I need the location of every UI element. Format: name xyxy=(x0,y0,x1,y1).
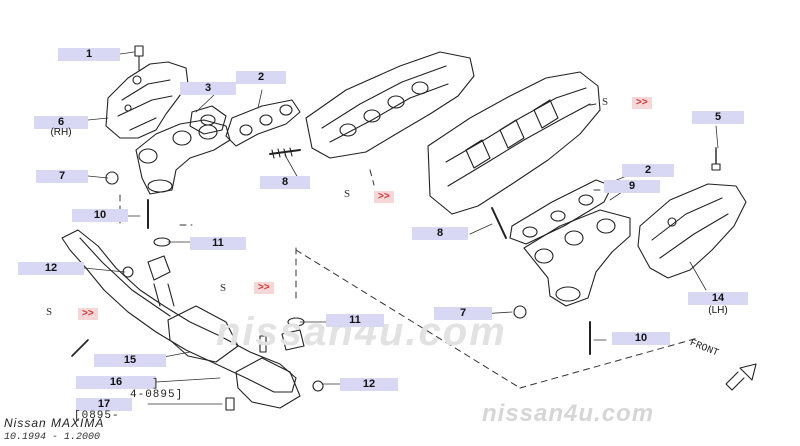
callout-12-lower: 12 xyxy=(340,378,398,391)
reference-link-1[interactable]: >> xyxy=(632,97,652,109)
callout-11-rh: 11 xyxy=(190,237,246,250)
callout-14-lh-label: (LH) xyxy=(708,305,728,316)
watermark-corner: nissan4u.com xyxy=(482,400,655,427)
callout-2-rh: 2 xyxy=(236,71,286,84)
lh-heat-insulator xyxy=(637,183,747,279)
lh-exhaust-manifold xyxy=(523,209,631,307)
callout-10-rh: 10 xyxy=(72,209,128,222)
callout-7-lh: 7 xyxy=(434,307,492,320)
callout-6: 6 xyxy=(34,116,88,129)
callout-8-rh: 8 xyxy=(260,176,310,189)
lh-cylinder-head xyxy=(427,71,601,215)
front-arrow xyxy=(725,363,757,391)
rh-heat-insulator xyxy=(105,61,189,139)
callout-3: 3 xyxy=(180,82,236,95)
rh-cylinder-head xyxy=(305,51,475,159)
section-mark-2: S xyxy=(344,188,351,200)
catalytic-converter-2 xyxy=(235,357,301,409)
callout-12-rh: 12 xyxy=(18,262,84,275)
vehicle-model: Nissan MAXIMA xyxy=(4,416,105,430)
front-exhaust-tube xyxy=(61,229,297,393)
rh-exhaust-manifold xyxy=(135,119,231,195)
gasket-3 xyxy=(189,105,227,135)
reference-link-4[interactable]: >> xyxy=(78,308,98,320)
callout-2-lh: 2 xyxy=(622,164,674,177)
callout-5: 5 xyxy=(692,111,744,124)
date-code-upto: 4-0895] xyxy=(130,389,184,401)
section-mark-4: S xyxy=(46,306,53,318)
callout-1: 1 xyxy=(58,48,120,61)
section-mark-3: S xyxy=(220,282,227,294)
production-date-range: 10.1994 - 1.2000 xyxy=(4,432,101,443)
callout-6-rh-label: (RH) xyxy=(50,127,72,138)
reference-link-3[interactable]: >> xyxy=(254,282,274,294)
gasket-2-rh xyxy=(225,99,301,147)
callout-9: 9 xyxy=(604,180,660,193)
callout-7-rh: 7 xyxy=(36,170,88,183)
callout-11-lower: 11 xyxy=(326,314,384,327)
date-code-from: [0895- xyxy=(74,410,120,422)
gasket-2-lh xyxy=(509,179,613,245)
callout-15: 15 xyxy=(94,354,166,367)
catalytic-converter-1 xyxy=(167,305,239,363)
date-code-bracket: ] xyxy=(152,378,160,390)
callout-16: 16 xyxy=(76,376,156,389)
callout-14: 14 xyxy=(688,292,748,305)
reference-link-2[interactable]: >> xyxy=(374,191,394,203)
callout-17: 17 xyxy=(76,398,132,411)
callout-8-lh: 8 xyxy=(412,227,468,240)
leader-lines xyxy=(83,51,719,405)
callout-10-lh: 10 xyxy=(612,332,670,345)
section-mark-1: S xyxy=(602,96,609,108)
